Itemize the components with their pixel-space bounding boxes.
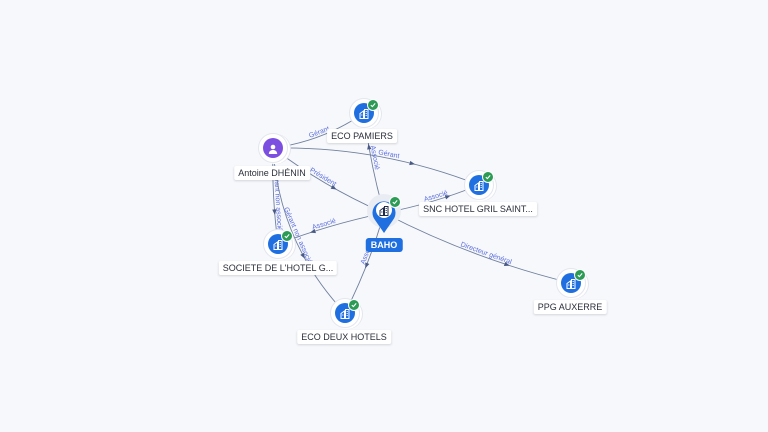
check-icon [482,171,494,183]
edge-arrow [503,261,510,267]
node-label: ECO PAMIERS [327,129,397,143]
edge-arrow [444,195,451,200]
check-icon [367,99,379,111]
edge-arrow [367,143,372,150]
building-icon [358,107,370,125]
edge-arrow [409,160,416,166]
edge-arrow [330,184,337,190]
edge-label-g-rant: Gérant [378,149,400,160]
node-label: SNC HOTEL GRIL SAINT... [419,202,537,216]
edge-label-directeur-g-n-ral: Directeur général [460,241,513,266]
building-icon [378,204,390,222]
edge-arrow [310,228,316,234]
check-icon [281,230,293,242]
check-icon [389,196,401,208]
node-label: BAHO [365,238,403,252]
edge-arrow [272,209,277,215]
node-label: ECO DEUX HOTELS [297,330,391,344]
building-icon [339,307,351,325]
edge-label-g-rant-non-associ: Gérant non associé [272,170,283,231]
check-icon [574,269,586,281]
edge-label-associ: Associé [311,218,337,232]
node-label: Antoine DHÉNIN [234,166,310,180]
building-icon [473,179,485,197]
edge-line [272,147,480,186]
edge-label-associ: Associé [369,145,381,170]
building-icon [272,238,284,256]
edge-antoine-snc_hotel: Gérant [272,147,480,186]
check-icon [348,299,360,311]
edge-line [383,212,572,284]
edge-arrow [300,252,305,259]
edge-label-pr-sident: Président [308,167,337,188]
node-label: PPG AUXERRE [533,300,607,314]
edge-baho-ppg: Directeur général [383,212,572,284]
building-icon [565,277,577,295]
person-icon [267,142,279,160]
edge-arrow [365,262,370,269]
node-label: SOCIETE DE L'HOTEL G... [218,261,338,275]
